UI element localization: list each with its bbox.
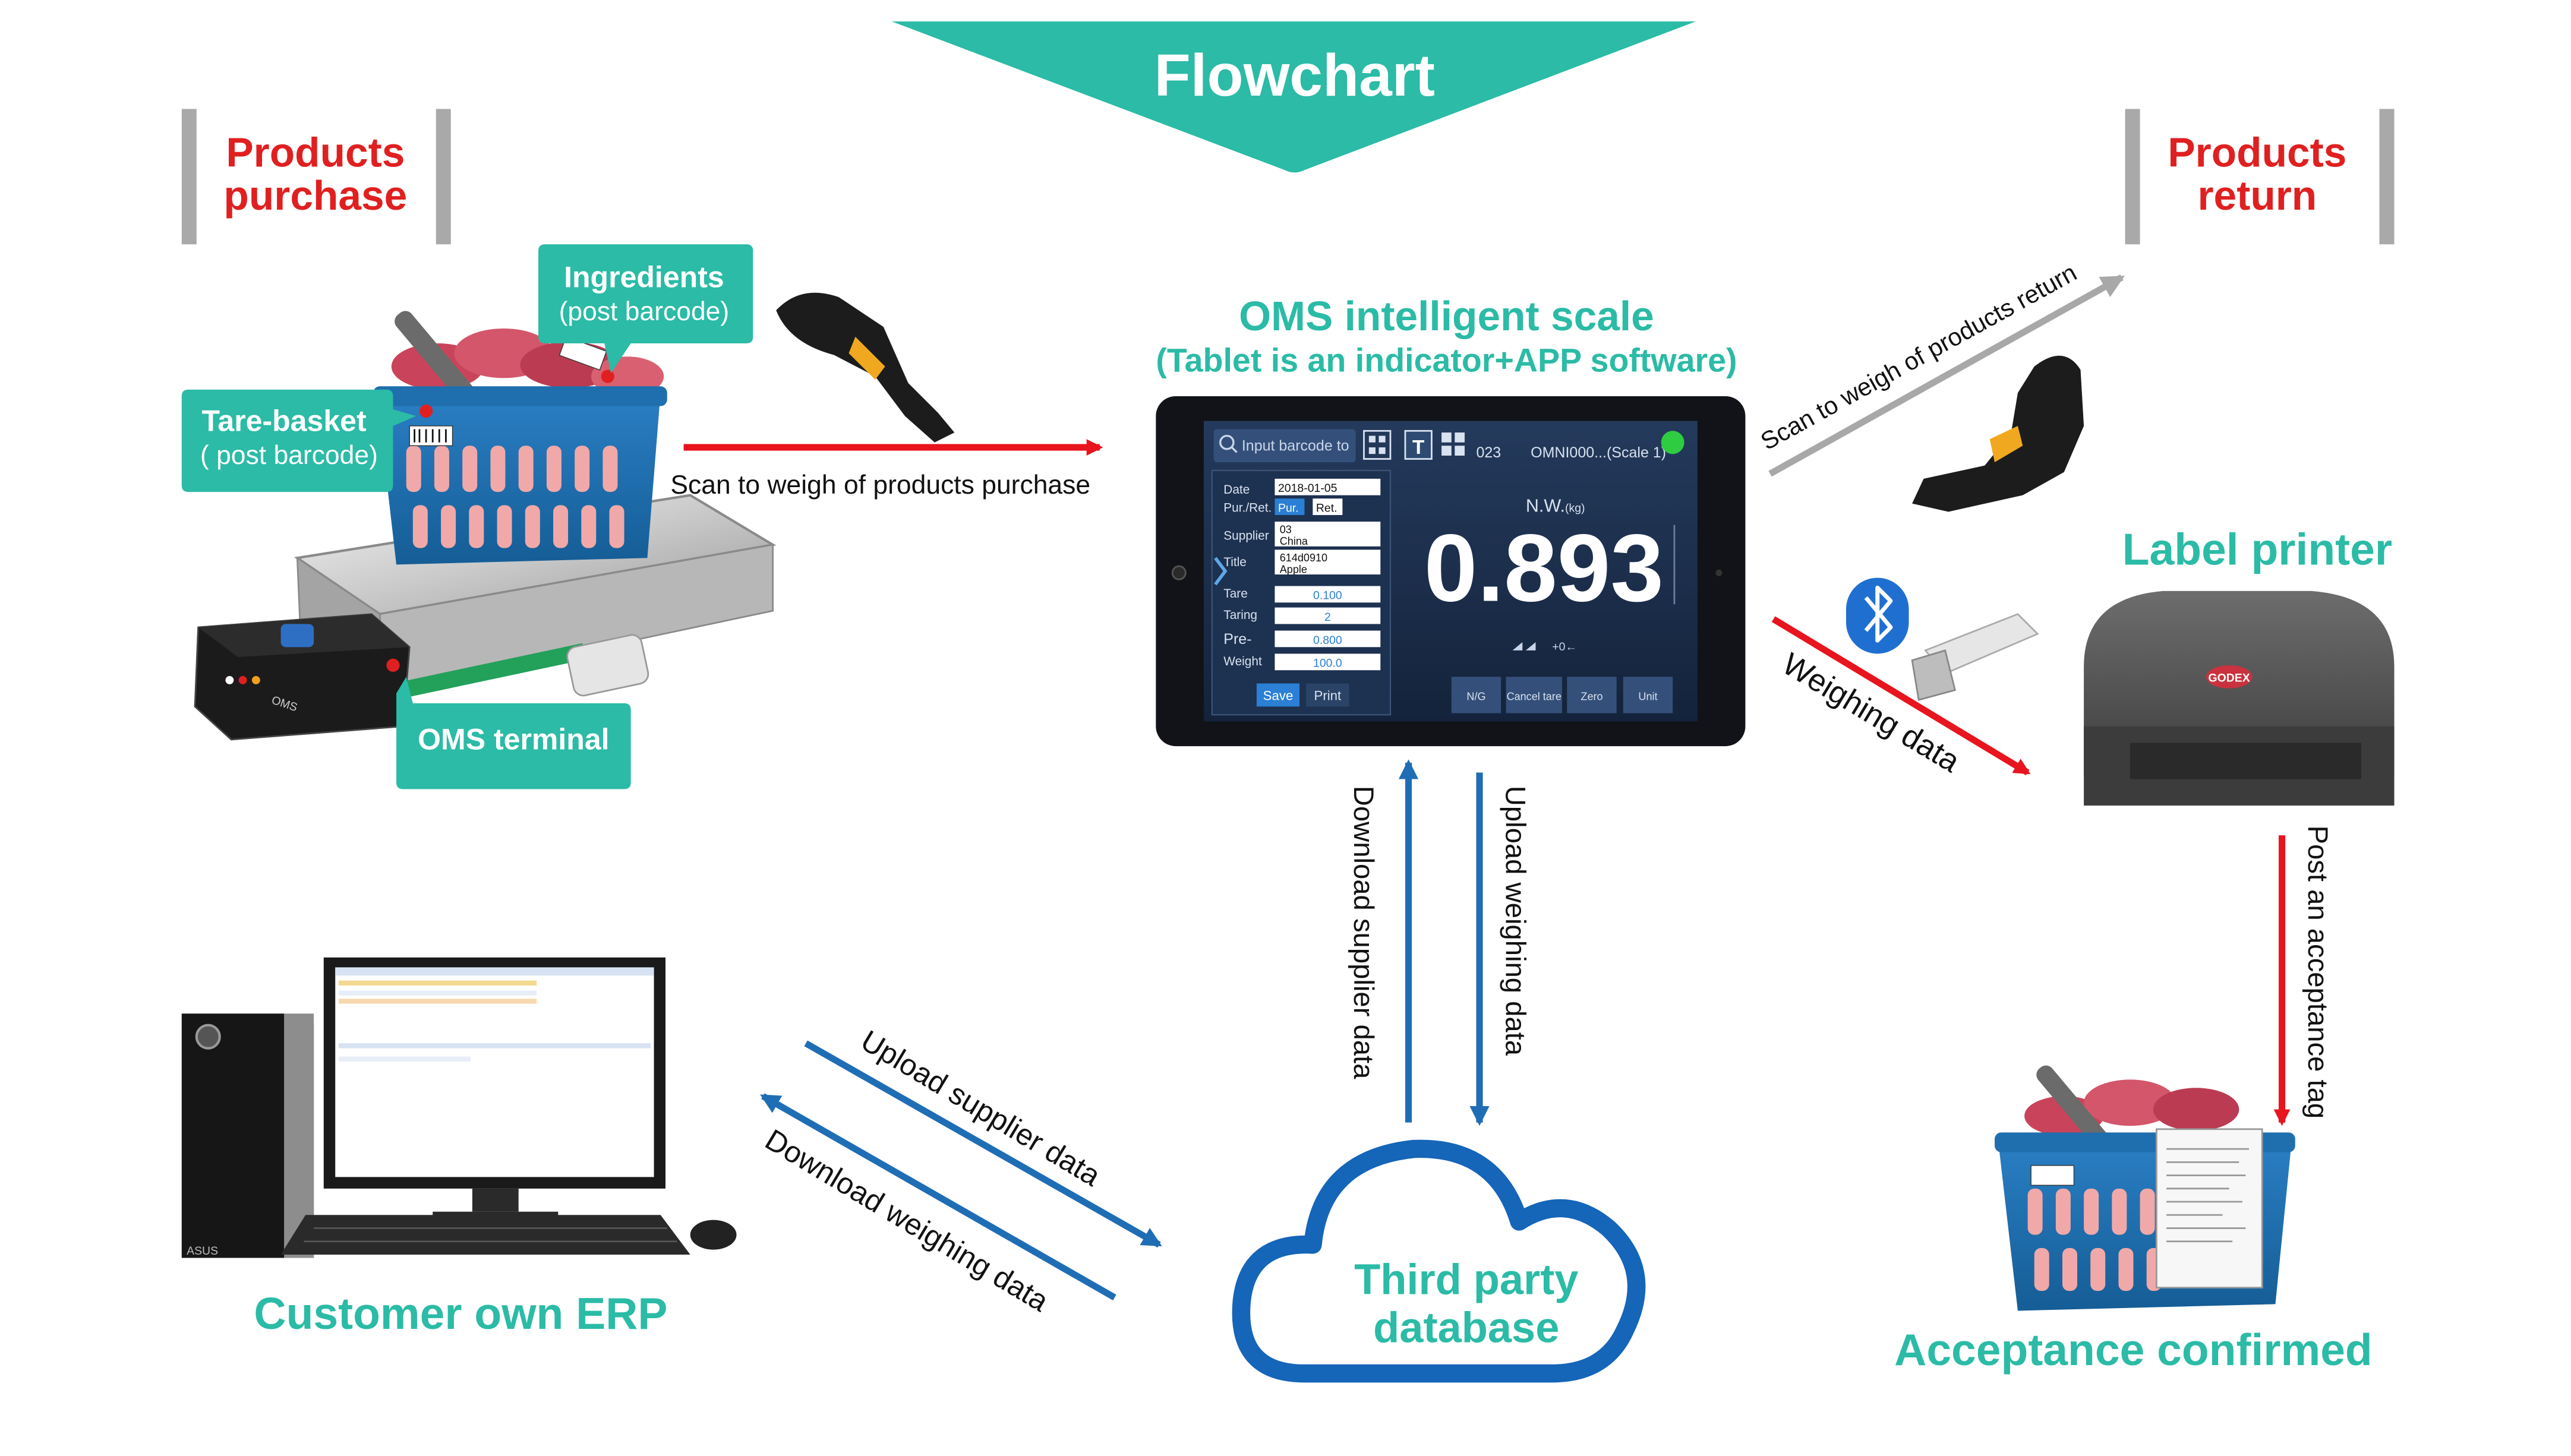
acceptance-confirmed-title: Acceptance confirmed bbox=[1894, 1325, 2373, 1375]
arrow-download-weighing bbox=[760, 1093, 1116, 1301]
ret-option-label: Ret. bbox=[1316, 501, 1337, 514]
flow-label-scan-purchase: Scan to weigh of products purchase bbox=[670, 470, 1090, 500]
barcode-search-box[interactable] bbox=[1213, 429, 1356, 463]
tare-field[interactable] bbox=[1275, 586, 1381, 603]
pc-brand: ASUS bbox=[187, 1245, 218, 1258]
flow-label-upload-weighing: Upload weighing data bbox=[1499, 786, 1531, 1056]
arrow-upload-supplier bbox=[804, 1040, 1162, 1248]
database-title-line1: Third party bbox=[1354, 1256, 1578, 1304]
scale-subtitle: (Tablet is an indicator+APP software) bbox=[1156, 342, 1737, 378]
label-printer-title: Label printer bbox=[2122, 524, 2392, 574]
arrow-scan-return bbox=[1768, 274, 2125, 477]
scale-code: 023 bbox=[1476, 444, 1501, 461]
flow-label-post-tag: Post an acceptance tag bbox=[2302, 825, 2333, 1119]
supplier-field[interactable] bbox=[1275, 522, 1381, 547]
header-banner: Flowchart bbox=[891, 21, 1696, 173]
barcode-scanner-purchase-image bbox=[776, 292, 955, 443]
tare-basket-callout-note: ( post barcode) bbox=[200, 441, 378, 470]
barcode-scanner-return-image bbox=[1912, 355, 2084, 512]
ret-option[interactable] bbox=[1313, 498, 1343, 516]
print-button[interactable] bbox=[1306, 683, 1349, 707]
page-title: Flowchart bbox=[1154, 42, 1435, 109]
cancel-tare-button-label: Cancel tare bbox=[1507, 690, 1561, 702]
section-products-purchase: Products purchase bbox=[181, 109, 451, 245]
tare-basket-image bbox=[373, 311, 667, 565]
tare-value: 0.100 bbox=[1313, 589, 1342, 602]
section-return-line1: Products bbox=[2168, 130, 2346, 176]
net-weight-label: N.W.(kg) bbox=[1526, 495, 1585, 516]
label-printer-image: GODEX bbox=[2084, 590, 2395, 806]
supplier-value-line2: China bbox=[1280, 535, 1308, 547]
unit-button-label: Unit bbox=[1638, 690, 1657, 702]
title-value-line1: 614d0910 bbox=[1280, 552, 1327, 564]
oms-terminal-callout-label: OMS terminal bbox=[418, 723, 609, 756]
ingredients-callout-title: Ingredients bbox=[564, 261, 724, 294]
pre-field[interactable] bbox=[1275, 630, 1381, 648]
zero-button-label: Zero bbox=[1581, 690, 1602, 702]
ingredients-callout-note: (post barcode) bbox=[559, 297, 730, 326]
unit-button[interactable] bbox=[1623, 677, 1673, 713]
search-icon bbox=[1219, 434, 1238, 453]
cancel-tare-button[interactable] bbox=[1506, 677, 1562, 713]
section-purchase-line1: Products bbox=[226, 130, 405, 176]
taring-field[interactable] bbox=[1275, 607, 1381, 624]
status-indicators: +0← bbox=[1552, 640, 1577, 653]
erp-title: Customer own ERP bbox=[254, 1288, 667, 1338]
oms-terminal-image: OMS bbox=[194, 613, 411, 741]
database-title-line2: database bbox=[1373, 1304, 1559, 1351]
form-purret-label: Pur./Ret. bbox=[1223, 501, 1272, 514]
form-date-label: Date bbox=[1223, 483, 1250, 497]
weight-reading: 0.893 bbox=[1424, 515, 1664, 622]
scale-title: OMS intelligent scale bbox=[1239, 293, 1654, 339]
flow-label-download-supplier: Download supplier data bbox=[1348, 786, 1379, 1079]
cloud-icon bbox=[1232, 1139, 1646, 1383]
save-button[interactable] bbox=[1256, 683, 1300, 707]
flow-label-download-weighing: Download weighing data bbox=[759, 1123, 1054, 1318]
date-value: 2018-01-05 bbox=[1278, 482, 1337, 495]
ng-button-label: N/G bbox=[1466, 690, 1485, 702]
tare-basket-callout-title: Tare-basket bbox=[202, 404, 367, 437]
form-taring-label: Taring bbox=[1223, 608, 1257, 622]
form-tare-label: Tare bbox=[1223, 587, 1248, 601]
grid-icon[interactable] bbox=[1441, 432, 1465, 456]
acceptance-basket-image bbox=[1995, 1065, 2295, 1311]
scale-connection-name: OMNI000...(Scale 1) bbox=[1531, 444, 1666, 461]
tablet-app-screen: Input barcode to T 023 OMNI000...(Scale … bbox=[1211, 429, 1684, 716]
date-field[interactable] bbox=[1275, 478, 1381, 495]
save-button-label: Save bbox=[1263, 688, 1294, 703]
taring-value: 2 bbox=[1324, 611, 1331, 624]
oms-terminal-callout: OMS terminal bbox=[396, 677, 631, 789]
print-button-label: Print bbox=[1314, 688, 1342, 703]
erp-computer-image: ASUS bbox=[181, 957, 737, 1258]
pur-option[interactable] bbox=[1275, 498, 1305, 516]
bluetooth-adapter-image bbox=[1911, 613, 2039, 702]
arrow-weighing-data bbox=[1771, 616, 2031, 776]
tare-icon[interactable]: T bbox=[1404, 429, 1433, 460]
weight-value: 100.0 bbox=[1313, 657, 1342, 670]
form-supplier-label: Supplier bbox=[1223, 529, 1269, 543]
ingredients-callout: Ingredients (post barcode) bbox=[538, 244, 753, 374]
printer-brand: GODEX bbox=[2209, 672, 2250, 685]
barcode-search-placeholder: Input barcode to bbox=[1242, 438, 1349, 454]
title-field[interactable] bbox=[1275, 549, 1381, 575]
form-weight-label: Weight bbox=[1223, 655, 1262, 668]
svg-text:T: T bbox=[1412, 437, 1424, 459]
form-title-label: Title bbox=[1223, 555, 1247, 569]
qr-icon[interactable] bbox=[1363, 429, 1392, 460]
section-products-return: Products return bbox=[2125, 109, 2395, 245]
section-return-line2: return bbox=[2198, 172, 2317, 219]
zero-button[interactable] bbox=[1567, 677, 1617, 713]
supplier-value-line1: 03 bbox=[1280, 524, 1292, 536]
weight-field[interactable] bbox=[1275, 653, 1381, 671]
pre-value: 0.800 bbox=[1313, 634, 1342, 647]
form-pre-label: Pre- bbox=[1223, 631, 1251, 648]
section-purchase-line2: purchase bbox=[223, 172, 407, 219]
bluetooth-icon bbox=[1846, 577, 1909, 654]
connection-status-dot bbox=[1661, 431, 1684, 454]
pur-option-label: Pur. bbox=[1278, 501, 1299, 514]
tare-basket-callout: Tare-basket ( post barcode) bbox=[181, 389, 417, 492]
ng-button[interactable] bbox=[1451, 677, 1501, 713]
title-value-line2: Apple bbox=[1280, 563, 1307, 575]
